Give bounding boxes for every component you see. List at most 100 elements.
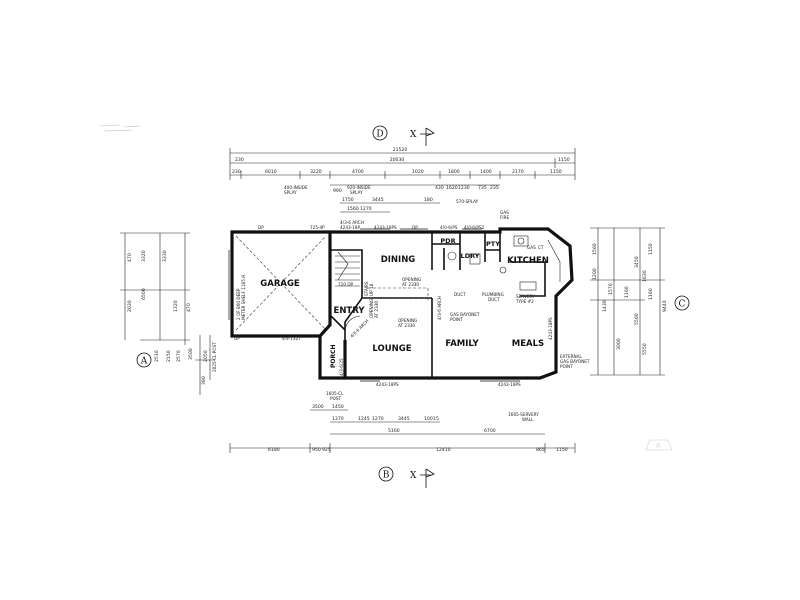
dim-b2-3: 3445 (398, 416, 410, 422)
dim-right-c1-0: 1560 (592, 243, 598, 255)
room-kitchen: KITCHEN (507, 256, 549, 266)
external-walls (230, 227, 574, 380)
note-opening-top: OPENING (402, 277, 421, 282)
grid-label-d: D (376, 130, 383, 140)
room-garage: GARAGE (260, 279, 300, 289)
dim-right-c2-3: 5550 (642, 343, 648, 355)
dim-r3-3: 4700 (352, 169, 364, 175)
dim-b4-5: 1150 (556, 447, 568, 453)
dim-left-c3-0: 3330 (162, 250, 168, 262)
dim-left-c1-0: 470 (127, 253, 133, 262)
note-ext-gas-3: POINT (560, 364, 573, 369)
grid-label-b: B (383, 471, 390, 481)
scan-marks (99, 124, 141, 132)
dim-b2-5: 5 (436, 416, 439, 422)
dim-r5-1: 1270 (360, 206, 372, 212)
note-door-top4: 4/0-6/PS (440, 225, 458, 230)
dim-overall: 21520 (393, 147, 408, 153)
dim-left-c3-2: 470 (186, 303, 192, 312)
note-post-bottom: 1605-CL (326, 391, 344, 396)
right-dimensions: 1560 1200 1570 1430 3000 3450 1160 5560 … (590, 227, 690, 376)
watermark-logo: R (645, 439, 673, 451)
dim-r4-8: 235 (490, 185, 499, 191)
dim-right-c2-2: 5560 (634, 313, 640, 325)
note-servery-type: TYPE #2 (515, 299, 534, 304)
room-lounge: LOUNGE (372, 344, 411, 354)
dim-b4-0: 6180 (268, 447, 280, 453)
note-door-top2b: 4243-18P (340, 225, 360, 230)
note-window-top-3: 920-INSIDE (347, 185, 371, 190)
dim-left-c3-3: 3500 (188, 348, 194, 360)
dim-left-c1-1: 2030 (127, 300, 133, 312)
section-x-top: X (410, 130, 417, 140)
note-gas-fire: GAS (500, 210, 509, 215)
dim-b2-1: 1245 (358, 416, 370, 422)
note-opening-mid-h: AT 2330 (398, 323, 415, 328)
note-opening-left-h: AT 2330 (374, 301, 379, 318)
room-labels: GARAGE DINING KITCHEN ENTRY LOUNGE FAMIL… (260, 237, 549, 368)
note-post-left: 2025-CL POST (212, 342, 217, 372)
window-marks (228, 228, 520, 382)
note-door-garage: 4/4-1327 (282, 336, 301, 341)
internal-walls (235, 232, 561, 378)
note-plumbing: PLUMBING (482, 292, 504, 297)
note-opening-mid: OPENING (398, 318, 417, 323)
dim-r3-5: 1800 (448, 169, 460, 175)
note-plumbing-duct: DUCT (488, 297, 500, 302)
dim-b4-3: 12410 (436, 447, 451, 453)
dim-r4-6: 1230 (458, 185, 470, 191)
note-window-top-5: 570-SPLAY (456, 199, 479, 204)
note-post-bottom-2: POST (330, 396, 341, 401)
grid-label-a: A (140, 357, 148, 367)
room-entry: ENTRY (334, 306, 366, 316)
dim-b4-2: 925 (322, 447, 331, 453)
note-door-top5: 4/0-6/PS2 (464, 225, 485, 230)
note-door-top1: 725-4P (310, 225, 325, 230)
dim-r4-7: 735 (478, 185, 487, 191)
note-gas-bayonet: GAS BAYONET (450, 312, 480, 317)
note-servery-wall: 1665-SERVERY (508, 412, 539, 417)
left-dimensions: 470 2030 2510 2570 3320 6500 2150 2050 3… (120, 232, 215, 395)
note-servery-wall-2: WALL (522, 417, 534, 422)
note-gas-fire-2: FIRE (500, 215, 510, 220)
dim-left-c2-2: 2150 (166, 350, 172, 362)
note-gas-bayonet-point: POINT (450, 317, 463, 322)
dim-b1-1: 1450 (332, 404, 344, 410)
note-ext-gas-1: EXTERNAL (560, 354, 583, 359)
dim-left-c2-3: 2050 (203, 350, 209, 362)
dim-right-c1-2: 1570 (608, 283, 614, 295)
dim-b2-2: 1270 (372, 416, 384, 422)
note-door-bottom1: 4243-18PS (376, 382, 399, 387)
dim-right-c2-1: 1160 (624, 286, 630, 298)
note-ext-gas-2: GAS BAYONET (560, 359, 590, 364)
dim-r4-5: 1620 (446, 185, 458, 191)
grid-mark-d: D X (372, 125, 435, 146)
section-x-bottom: X (410, 471, 417, 481)
dim-r3-2: 3220 (310, 169, 322, 175)
room-ldry: LDRY (461, 252, 480, 260)
dim-top-b: 20030 (390, 157, 405, 163)
room-dining: DINING (381, 255, 416, 265)
dim-left-c3-1: 1320 (173, 300, 179, 312)
room-porch: PORCH (330, 344, 337, 368)
note-door-top3: 4243-18PS (374, 225, 397, 230)
note-servery: SERVERY (516, 294, 535, 299)
room-family: FAMILY (445, 339, 479, 349)
dim-r3-0: 230 (232, 169, 241, 175)
note-dp-2: DP (412, 225, 418, 230)
dim-r4-2: 3445 (372, 197, 384, 203)
note-dp-1: DP (258, 225, 264, 230)
note-opening-top-h: AT 2330 (402, 282, 419, 287)
dim-r5-0: 1750 (342, 197, 354, 203)
dim-b3-1: 6700 (484, 428, 496, 434)
dim-r3-6: 1400 (480, 169, 492, 175)
note-stairs: STAIRS (364, 281, 369, 296)
note-door-bottom3: 4/3-6 ARCH (437, 296, 442, 320)
dim-b4-1: 950 (312, 447, 321, 453)
dim-left-c1-3: 2570 (176, 350, 182, 362)
dim-b3-0: 5160 (388, 428, 400, 434)
top-dimensions: 21520 230 20030 1150 230 6010 3220 4700 … (229, 147, 576, 213)
note-door-bottom2: 4243-18PS (498, 382, 521, 387)
room-meals: MEALS (512, 339, 544, 349)
